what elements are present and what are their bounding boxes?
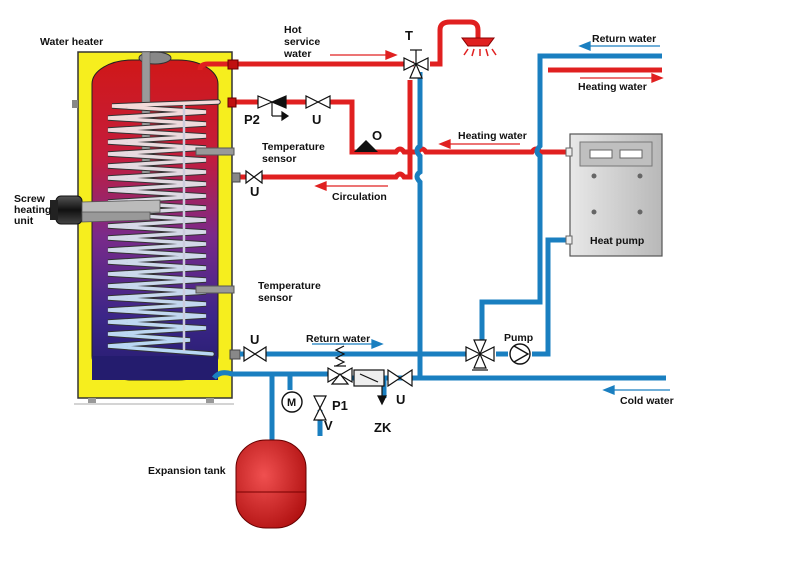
temperature-sensor-lower [195, 285, 235, 294]
tank-connectors [227, 59, 241, 360]
label-expansion-tank: Expansion tank [148, 465, 226, 477]
shutoff-valve-u-return [243, 345, 267, 363]
label-u-circulation: U [250, 184, 259, 199]
label-pump: Pump [504, 332, 533, 344]
label-heating-water-out: Heating water [578, 81, 647, 93]
pump-icon [509, 343, 531, 365]
label-temp-sensor-lower-1: Temperature [258, 280, 321, 292]
flow-arrows [312, 41, 670, 395]
label-p2: P2 [244, 112, 260, 127]
label-u-cold: U [396, 392, 405, 407]
mixing-valve-t [403, 49, 429, 79]
check-valve-p2 [257, 95, 290, 122]
manometer-m [281, 391, 303, 413]
label-temp-sensor-upper-1: Temperature [262, 141, 325, 153]
label-hot-service-water-2: service [284, 36, 320, 48]
label-hot-service-water-3: water [283, 48, 311, 60]
label-water-heater: Water heater [40, 36, 103, 48]
heating-coil [107, 99, 221, 357]
labels: Water heater Screw heating unit Hot serv… [14, 24, 674, 477]
shutoff-valve-u-cold [387, 368, 413, 388]
label-valve-t: T [405, 28, 413, 43]
drain-valve-v [313, 395, 327, 421]
label-heat-pump: Heat pump [590, 235, 644, 247]
label-u-return: U [250, 332, 259, 347]
label-zk: ZK [374, 420, 392, 435]
label-heating-water-in: Heating water [458, 130, 527, 142]
heat-pump-unit [565, 133, 663, 257]
three-way-valve [465, 339, 495, 371]
label-m: M [287, 397, 296, 409]
label-v: V [324, 418, 333, 433]
shutoff-valve-u-circulation [245, 169, 263, 185]
non-return-valve-o [354, 140, 378, 152]
screw-heating-unit [50, 195, 161, 225]
shutoff-valve-u-top [305, 95, 331, 109]
label-u-top: U [312, 112, 321, 127]
label-cold-water: Cold water [620, 395, 674, 407]
cold-pipes [212, 53, 666, 464]
filter-strainer [353, 369, 387, 406]
temperature-sensor-upper [195, 147, 235, 156]
shower-head-icon [461, 37, 497, 57]
label-temp-sensor-upper-2: sensor [262, 153, 296, 165]
label-temp-sensor-lower-2: sensor [258, 292, 292, 304]
label-p1: P1 [332, 398, 348, 413]
label-screw-heating-unit-3: unit [14, 215, 34, 227]
expansion-tank [235, 439, 307, 529]
label-return-water-bottom: Return water [306, 333, 370, 345]
label-hot-service-water-1: Hot [284, 24, 302, 36]
label-screw-heating-unit-2: heating [14, 204, 51, 216]
label-o: O [372, 128, 382, 143]
label-screw-heating-unit-1: Screw [14, 193, 46, 205]
safety-valve-p1 [327, 343, 353, 385]
label-circulation: Circulation [332, 191, 387, 203]
label-return-water-top: Return water [592, 33, 656, 45]
